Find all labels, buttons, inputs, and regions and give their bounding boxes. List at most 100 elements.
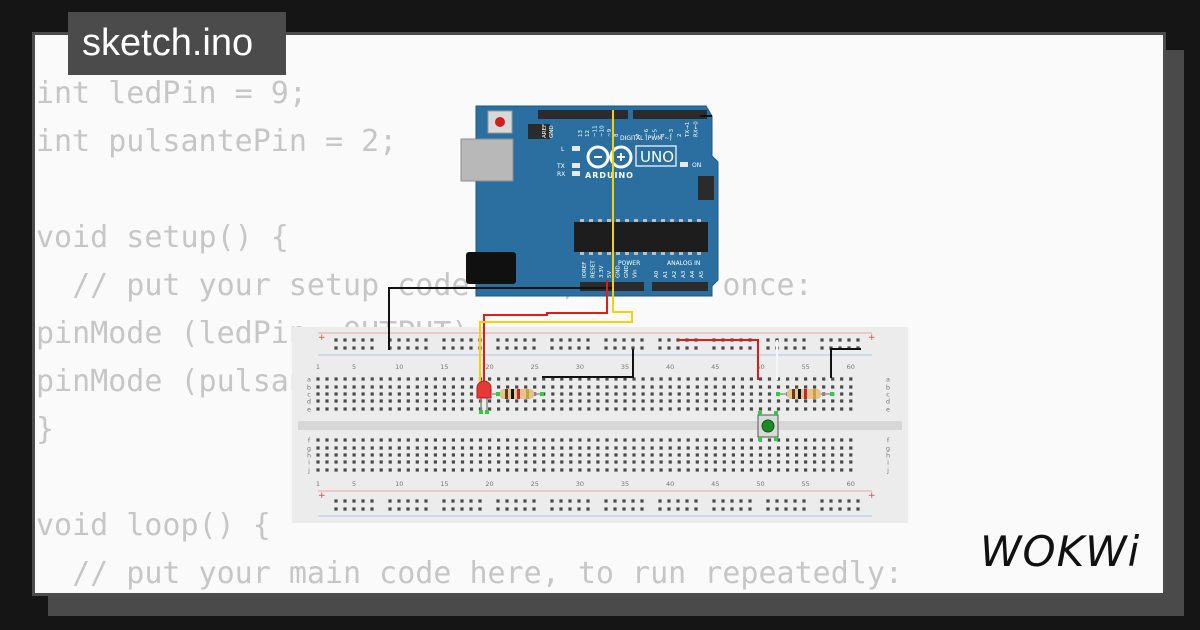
breadboard-hole [397, 453, 401, 457]
breadboard-hole [506, 468, 510, 472]
row-letter: f [887, 437, 890, 445]
breadboard-hole [804, 399, 808, 403]
breadboard-hole [542, 377, 546, 381]
breadboard-hole [343, 468, 347, 472]
breadboard-hole [515, 446, 519, 450]
breadboard-rail-hole [640, 338, 644, 342]
breadboard-hole [740, 385, 744, 389]
breadboard-hole [704, 453, 708, 457]
breadboard-hole [334, 446, 338, 450]
connected-pin-marker [496, 392, 500, 396]
breadboard-hole [478, 453, 483, 457]
breadboard-hole [840, 377, 844, 381]
breadboard-hole [460, 399, 465, 403]
breadboard-hole [578, 392, 582, 396]
breadboard-hole [379, 407, 383, 411]
breadboard-rail-hole [496, 346, 500, 350]
breadboard-hole [352, 446, 356, 450]
breadboard-hole [578, 377, 582, 381]
breadboard-hole [767, 385, 772, 389]
breadboard-rail-hole [514, 346, 518, 350]
breadboard-hole [415, 385, 419, 389]
wire-black[interactable] [830, 348, 861, 378]
breadboard-hole [506, 446, 510, 450]
breadboard-rail-hole [829, 499, 833, 503]
column-number: 40 [666, 363, 674, 371]
breadboard-hole [442, 399, 446, 403]
breadboard-hole [749, 385, 753, 389]
breadboard-rail-hole [802, 338, 806, 342]
resistor[interactable] [778, 389, 832, 399]
breadboard-hole [605, 377, 609, 381]
breadboard-hole [587, 399, 591, 403]
pin-label: A4 [690, 270, 696, 278]
breadboard-hole [442, 407, 446, 411]
breadboard-hole [497, 399, 501, 403]
breadboard-hole [569, 468, 573, 472]
breadboard-hole [506, 399, 510, 403]
breadboard-hole [831, 453, 835, 457]
breadboard-hole [560, 460, 564, 464]
rail-plus-label: + [868, 491, 876, 501]
breadboard-rail-hole [361, 346, 365, 350]
chip-leg [661, 219, 665, 222]
breadboard-hole [587, 468, 591, 472]
breadboard-rail-hole [829, 338, 833, 342]
breadboard-hole [722, 460, 726, 464]
pin-label: 13 [578, 130, 584, 137]
breadboard-hole [713, 385, 717, 389]
pushbutton[interactable] [757, 414, 779, 438]
breadboard-hole [506, 453, 510, 457]
breadboard-hole [804, 407, 808, 411]
header-digital-high [538, 110, 628, 119]
resistor[interactable] [492, 389, 544, 399]
breadboard-hole [596, 446, 600, 450]
breadboard-hole [469, 385, 474, 389]
pin-label: GND [616, 265, 622, 278]
breadboard-hole [343, 399, 347, 403]
wire-red[interactable] [483, 280, 608, 386]
chip-leg [625, 252, 629, 255]
breadboard-hole [334, 399, 338, 403]
breadboard-hole [370, 385, 374, 389]
breadboard-hole [704, 392, 708, 396]
led[interactable] [476, 380, 492, 410]
breadboard-hole [849, 392, 853, 396]
breadboard-hole [334, 392, 338, 396]
breadboard-hole [460, 460, 465, 464]
breadboard-hole [433, 407, 437, 411]
breadboard-hole [668, 392, 672, 396]
breadboard-hole [478, 446, 483, 450]
breadboard-hole [388, 407, 392, 411]
breadboard-hole [623, 468, 627, 472]
breadboard-hole [497, 438, 501, 442]
breadboard-hole [695, 385, 699, 389]
arduino-logo-icon [586, 145, 633, 169]
breadboard-hole [343, 385, 347, 389]
reset-button-cap[interactable] [495, 117, 505, 127]
breadboard-hole [406, 407, 410, 411]
pin-label: ~9 [607, 128, 613, 137]
breadboard-hole [379, 468, 383, 472]
breadboard-hole [813, 385, 817, 389]
file-title-tab[interactable]: sketch.ino [68, 12, 286, 75]
row-letter: a [886, 376, 890, 384]
breadboard-rail-hole [334, 338, 338, 342]
breadboard-hole [650, 446, 654, 450]
breadboard-hole [731, 399, 735, 403]
breadboard-hole [515, 399, 519, 403]
column-number: 5 [352, 480, 356, 488]
wire-black[interactable] [542, 349, 634, 378]
breadboard-hole [632, 453, 636, 457]
breadboard-hole [641, 438, 645, 442]
wire-red[interactable] [678, 339, 759, 380]
breadboard-hole [361, 385, 365, 389]
wire-yellow[interactable] [479, 110, 633, 384]
breadboard-hole [614, 377, 618, 381]
chip-leg [652, 252, 656, 255]
breadboard-hole [713, 392, 717, 396]
breadboard-rail-hole [523, 346, 527, 350]
breadboard-hole [605, 399, 609, 403]
breadboard-hole [641, 468, 645, 472]
